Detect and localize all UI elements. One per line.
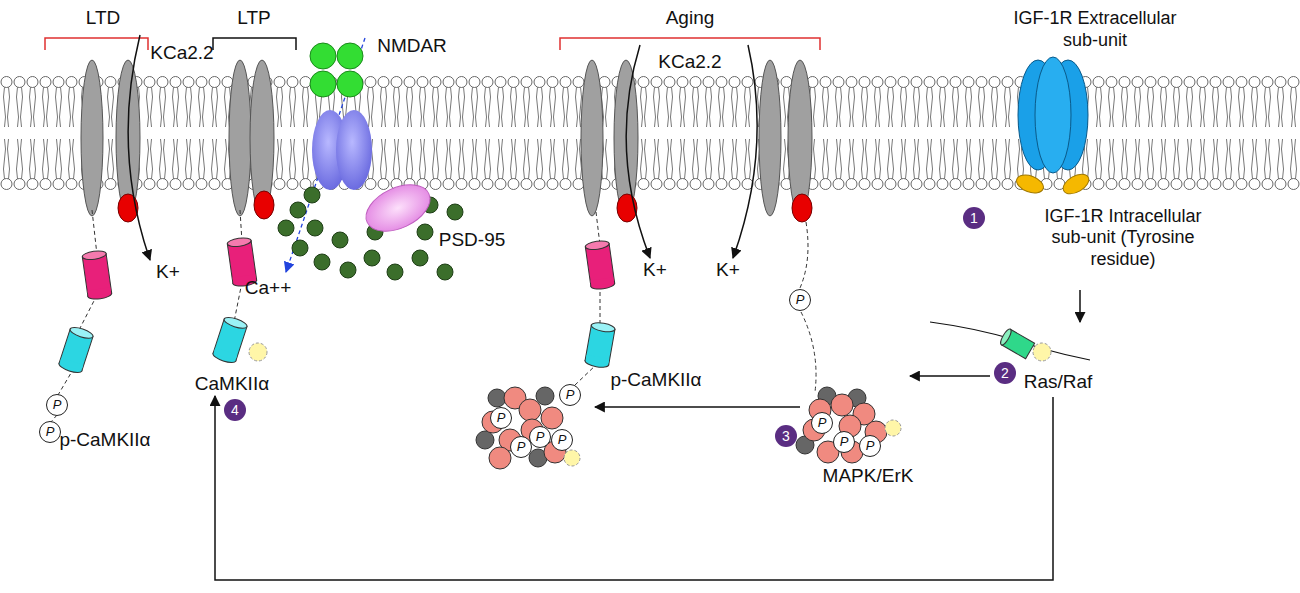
phospho-mark: P xyxy=(559,384,581,406)
phospho-mark: P xyxy=(789,289,811,311)
node-text: p-CaMKIIα xyxy=(610,369,701,392)
signal-arrow xyxy=(595,406,800,408)
phospho-mark: P xyxy=(46,394,68,416)
ion-label: K+ xyxy=(156,261,180,283)
phospho-mark: P xyxy=(529,426,551,448)
node-text: Ras/Raf xyxy=(1024,371,1093,394)
bracket-label: LTP xyxy=(237,7,270,29)
callout-number: 4 xyxy=(224,399,246,421)
phospho-mark: P xyxy=(39,421,61,443)
node-text: CaMKIIα xyxy=(195,373,269,396)
signal-arrow xyxy=(215,396,1053,580)
ion-label: K+ xyxy=(643,259,667,281)
ion-label: Ca++ xyxy=(245,277,291,299)
receptor-label: NMDAR xyxy=(377,35,447,57)
callout-number: 2 xyxy=(994,362,1016,384)
callout-number: 3 xyxy=(775,425,797,447)
channel-label: KCa2.2 xyxy=(150,42,213,64)
channel-label: KCa2.2 xyxy=(658,51,721,73)
ion-label: K+ xyxy=(716,259,740,281)
signal-arrow xyxy=(910,375,990,377)
node-text: IGF-1R Extracellular sub-unit xyxy=(1006,8,1184,51)
bracket-label: Aging xyxy=(666,7,715,29)
phospho-mark: P xyxy=(811,412,833,434)
phospho-mark: P xyxy=(490,407,512,429)
receptor-node: IGF-1R Extracellular sub-unitIGF-1R Intr… xyxy=(985,5,1220,290)
ras-raf-node: Ras/Raf xyxy=(990,322,1090,397)
node-text: IGF-1R Intracellular sub-unit (Tyrosine … xyxy=(1027,206,1219,271)
protein-label: PSD-95 xyxy=(439,229,506,251)
node-text: MAPK/ErK xyxy=(823,465,914,488)
signal-arrow xyxy=(1079,290,1081,322)
phospho-mark: P xyxy=(510,436,532,458)
camkii-node: CaMKIIα xyxy=(190,328,280,396)
phospho-mark: P xyxy=(859,435,881,457)
phospho-mark: P xyxy=(551,429,573,451)
phospho-mark: P xyxy=(833,431,855,453)
kinase-label: p-CaMKIIα xyxy=(59,429,150,451)
callout-number: 1 xyxy=(963,207,985,229)
bracket-label: LTD xyxy=(86,7,120,29)
